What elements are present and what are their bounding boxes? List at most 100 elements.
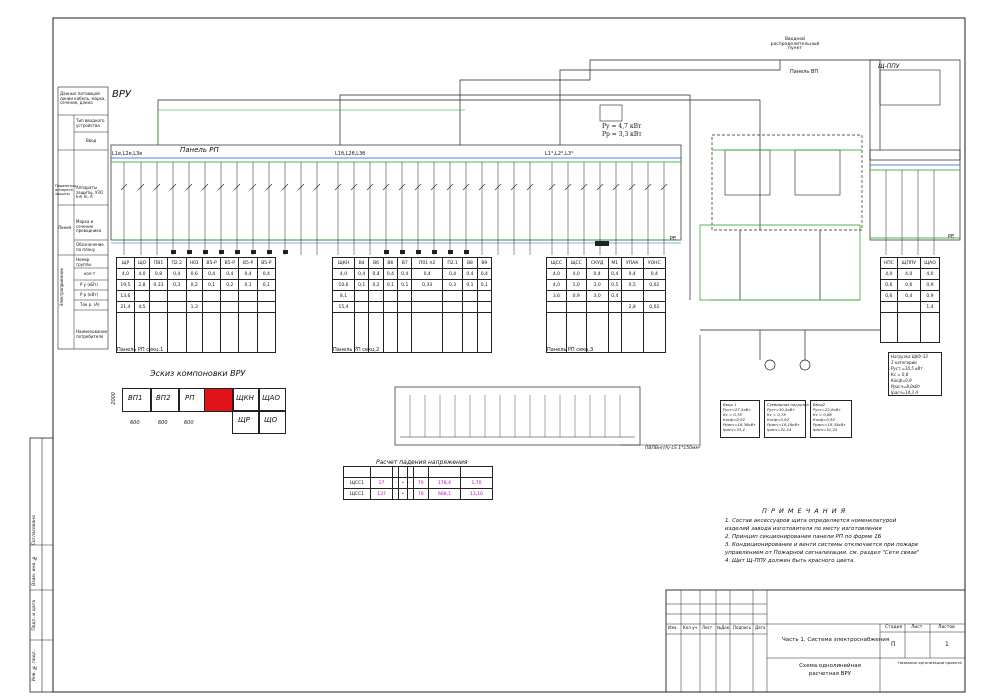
section3-qty: 0,4 — [585, 268, 609, 280]
panel-shch-ppu-label: Щ-ППУ — [878, 63, 900, 70]
section3-ip: 0,02 — [642, 301, 667, 313]
tb-head-izm: Изм. — [668, 625, 678, 630]
section3-name: ЩСС — [546, 257, 567, 269]
sketch-cell-label: ВП2 — [156, 394, 171, 402]
strip-inv: Инв. № подл. — [32, 650, 37, 682]
sketch-cell-vp2: ВП2 — [150, 388, 180, 412]
note-item: 3. Кондиционирование и венти системы отк… — [725, 541, 920, 556]
section2-pu: 0,1 — [382, 279, 399, 291]
shch-ppu-ip: 1,4 — [919, 301, 941, 313]
shch-ppu-table: НПС ЩППУ ЩАО 4,0 4,0 4,0 0,6 0,6 0,9 0,6… — [880, 257, 941, 343]
tb-drawing: Схема однолинейная расчетная ВРУ — [799, 663, 861, 678]
section2-qty: 0,4 — [411, 268, 443, 280]
legend-side-line: Линия — [58, 225, 72, 230]
tb-stage: П — [891, 641, 896, 648]
feeder-label-3: L1°,L2°,L3° — [545, 151, 574, 157]
section3-ip: 2,8 — [620, 301, 644, 313]
vd-cell: ЩСС1 — [343, 477, 371, 489]
section1-qty: 0,8 — [149, 268, 168, 280]
shch-ppu-qty: 4,0 — [919, 268, 941, 280]
shch-ppu-pp: 0,4 — [896, 290, 921, 302]
sketch-cell-label: РП — [185, 394, 195, 402]
section3-pp: 0,4 — [607, 290, 622, 302]
vd-cell: • — [398, 488, 408, 500]
section2-name: В6 — [368, 257, 384, 269]
section1-name: В5-Р — [238, 257, 258, 269]
note-item: 4. Щит Щ-ППУ должен быть красного цвета. — [725, 557, 856, 564]
shch-ppu-pu: 0,9 — [919, 279, 941, 291]
load-note-line: Кс = 0,8 — [891, 372, 909, 377]
sketch-width-3: 600 — [184, 420, 194, 426]
legend-cable: Марка и сечение проводника — [76, 219, 102, 234]
shch-ppu-qty: 4,0 — [880, 268, 898, 280]
vd-cell: 1,70 — [459, 477, 494, 489]
section1-pu: 2,8 — [133, 279, 151, 291]
sketch-width-2: 600 — [158, 420, 168, 426]
section2-name: В8 — [462, 257, 478, 269]
section2-pp: 8,1 — [332, 290, 355, 302]
sketch-height: 2000 — [111, 392, 117, 405]
calc-line: Руст=27,5кВт — [723, 407, 751, 412]
vd-cell: ЩСС1 — [343, 488, 371, 500]
vd-cell: • — [398, 477, 408, 489]
section3-pu: 1,0 — [565, 279, 587, 291]
section2-qty: 0,4 — [368, 268, 384, 280]
section3-pu: 4,0 — [546, 279, 567, 291]
section2-ip: 15,4 — [332, 301, 355, 313]
section1-name: ЩР — [116, 257, 135, 269]
legend-consumer: Наименование потребителя — [76, 329, 108, 339]
section2-pu: 10,6 — [332, 279, 355, 291]
legend-input-device: Тип вводного устройства — [76, 118, 105, 128]
section1-ip: 4,5 — [133, 301, 151, 313]
section1-pu: 0,1 — [201, 279, 222, 291]
section3-pp: 3,6 — [546, 290, 567, 302]
calc-box-total: Суммарная нагрузка Руст=30,5кВт Кс = 0,7… — [764, 400, 809, 438]
section2-qty: 0,4 — [441, 268, 464, 280]
shch-ppu-qty: 4,0 — [896, 268, 921, 280]
section2-pu: 0,1 — [476, 279, 493, 291]
sketch-width-1: 600 — [130, 420, 140, 426]
section2-qty: 0,4 — [353, 268, 370, 280]
calc-line: Ррасч=18,19кВт — [767, 422, 800, 427]
tb-head-sign: Подпись — [733, 625, 751, 630]
section1-qty: 0,4 — [220, 268, 240, 280]
section1-name: ПВ1 — [149, 257, 168, 269]
calc-line: Руст=22,8кВт — [813, 407, 841, 412]
vd-cell: 178,4 — [428, 477, 461, 489]
pe-label-1: PE — [670, 236, 677, 242]
vd-head — [459, 466, 494, 478]
calc-line: Суммарная нагрузка — [767, 402, 809, 407]
section1-pp: 13,6 — [116, 290, 135, 302]
section1-name: В5-Р — [201, 257, 222, 269]
section2-pu: 0,2 — [368, 279, 384, 291]
section2-name: В7 — [397, 257, 413, 269]
legend-protection: Аппараты защиты, УЗО Iнп In, А — [76, 185, 104, 200]
calc-line: Руст=30,5кВт — [767, 407, 795, 412]
sketch-cell-shcho: ЩО — [258, 410, 286, 434]
tb-sheet-label: Лист — [911, 625, 923, 630]
power-pp: Рр = 3,3 кВт — [602, 131, 642, 138]
section3-pp: 0,9 — [565, 290, 587, 302]
notes-list: 1. Состав аксессуаров щита определяется … — [725, 518, 920, 566]
shch-ppu-name: ЩАО — [919, 257, 941, 269]
sketch-cell-label: ЩР — [238, 416, 250, 424]
shch-ppu-pu: 0,6 — [896, 279, 921, 291]
tb-head-list: Лист — [702, 625, 713, 630]
section2-name: ЩКН — [332, 257, 355, 269]
section1-table: ЩР ЩО ПВ1 П2.2 Н01 В5-Р В5-Р В5-Р В5-Р 4… — [116, 257, 277, 353]
section1-label: Панель РП секц.1 — [117, 347, 164, 353]
section1-qty: 0,4 — [201, 268, 222, 280]
section1-pu: 0,3 — [166, 279, 187, 291]
section3-pp: 3,0 — [585, 290, 609, 302]
bottom-cable-label: ПВПВнг(А)-LS 1*150мм² — [645, 446, 701, 451]
section1-pu: 0,33 — [149, 279, 168, 291]
feeder-label-2: L1б,L2б,L3б — [335, 151, 366, 157]
strip-replace: Взам. инв. № — [32, 555, 37, 586]
section1-pu: 0,2 — [220, 279, 240, 291]
load-note-line: Руст.=10,5 кВт — [891, 366, 923, 371]
calc-box-input1: Ввод 1 Руст=27,5кВт Кс = 0,78 Косф=0,92 … — [720, 400, 760, 438]
legend-side-receiver: Электроприемник — [59, 268, 64, 307]
section1-pu: 19,5 — [116, 279, 135, 291]
legend-pu: Р у (кВт) — [80, 282, 98, 287]
